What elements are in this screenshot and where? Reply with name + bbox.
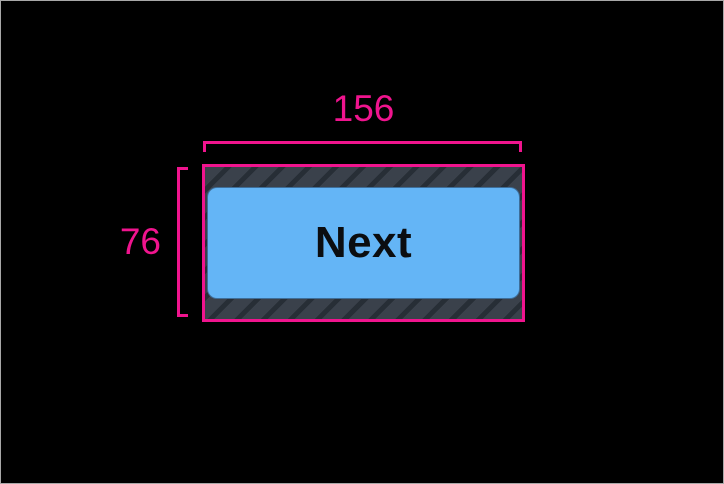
height-dimension-bracket: [177, 167, 188, 317]
width-dimension-label: 156: [332, 88, 395, 129]
touch-target-hatched-region: Next: [202, 164, 525, 322]
height-dimension-label: 76: [119, 221, 161, 262]
next-button[interactable]: Next: [207, 187, 520, 299]
width-dimension-bracket: [203, 141, 522, 152]
next-button-label: Next: [314, 218, 413, 267]
